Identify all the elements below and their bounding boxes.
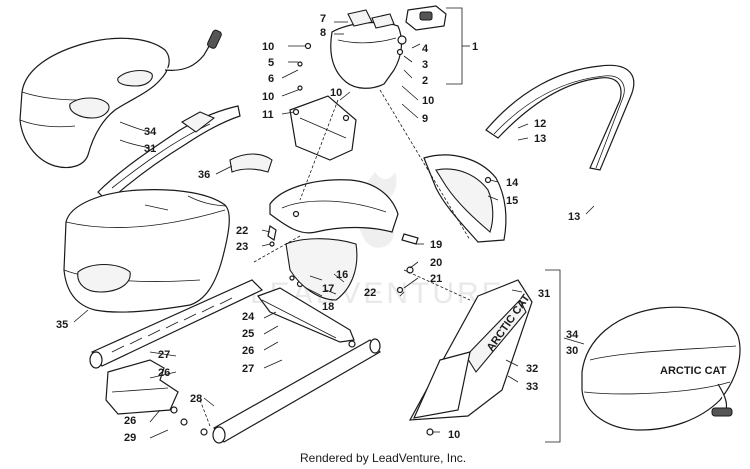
right-saddlebag: ARCTIC CAT [581,306,741,431]
grab-handle [485,64,635,171]
license-plate-bracket [289,95,357,161]
label-35: 35 [56,319,68,331]
hardware-22-23 [267,225,304,288]
label-33: 33 [526,381,538,393]
side-panel-32-33: ARCTIC CAT [408,279,533,436]
label-29: 29 [124,432,136,444]
label-17: 17 [322,283,334,295]
label-2: 2 [422,75,428,87]
bag-decal-text: ARCTIC CAT [660,365,727,377]
label-27a: 27 [158,349,170,361]
label-5: 5 [268,57,274,69]
label-1: 1 [472,41,478,53]
label-12: 12 [534,118,546,130]
label-26b: 26 [158,367,170,379]
callout-labels: 1 2 3 4 5 6 7 8 9 10 10 10 10 10 11 12 1… [56,13,580,444]
rail-27 [89,279,264,369]
label-10e: 10 [448,429,460,441]
label-23: 23 [236,241,248,253]
label-3: 3 [422,59,428,71]
label-10b: 10 [262,91,274,103]
label-4: 4 [422,43,429,55]
label-26c: 26 [124,415,136,427]
label-16: 16 [336,269,348,281]
label-36: 36 [198,169,210,181]
footer-credit: Rendered by LeadVenture, Inc. [300,451,466,465]
label-22b: 22 [364,287,376,299]
lower-bracket [105,359,208,436]
rear-fender [269,179,399,301]
label-34a: 34 [144,126,157,138]
label-31a: 31 [144,143,156,155]
label-10a: 10 [262,41,274,53]
label-22a: 22 [236,225,248,237]
left-saddlebag [63,189,230,313]
side-panel-15 [423,154,507,243]
mid-bracket [257,287,356,348]
top-left-bag [19,29,222,169]
taillight-assembly [297,5,447,91]
tube-27 [212,338,381,444]
label-24: 24 [242,311,255,323]
label-9: 9 [422,113,428,125]
label-20: 20 [430,257,442,269]
label-31b: 31 [538,288,550,300]
label-10c: 10 [330,87,342,99]
label-8: 8 [320,27,326,39]
label-6: 6 [268,73,274,85]
label-18: 18 [322,301,334,313]
label-32: 32 [526,363,538,375]
label-27b: 27 [242,363,254,375]
label-11: 11 [262,109,274,121]
label-21: 21 [430,273,442,285]
label-14: 14 [506,177,519,189]
label-34b: 34 [566,329,579,341]
part-36-cover [229,153,273,173]
label-13a: 13 [534,133,546,145]
label-13b: 13 [568,211,580,223]
leader-lines [73,7,595,443]
label-30: 30 [566,345,578,357]
label-15: 15 [506,195,518,207]
label-28: 28 [190,393,202,405]
label-26a: 26 [242,345,254,357]
strap-left [97,105,241,203]
label-25: 25 [242,328,254,340]
label-19: 19 [430,239,442,251]
label-7: 7 [320,13,326,25]
label-10d: 10 [422,95,434,107]
